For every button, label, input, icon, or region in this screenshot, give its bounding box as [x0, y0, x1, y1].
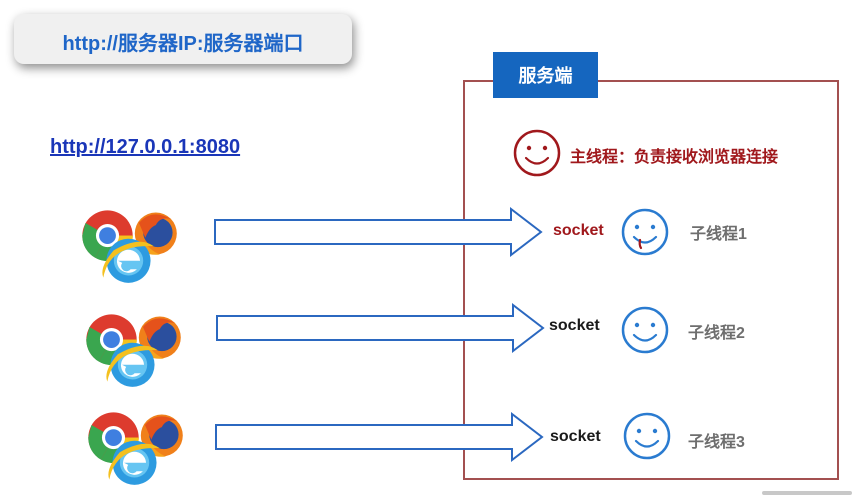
url-link[interactable]: http://127.0.0.1:8080	[50, 136, 241, 158]
thread-label: 子线程2	[688, 325, 745, 342]
title-box: http://服务器IP:服务器端口	[14, 14, 352, 64]
right-arrow-icon	[216, 304, 544, 352]
socket-label: socket	[550, 428, 601, 445]
smiley-face-red-icon	[513, 129, 561, 177]
thread-label: 子线程3	[688, 434, 745, 451]
socket-label: socket	[553, 222, 604, 239]
right-arrow-icon	[215, 413, 543, 461]
scroll-indicator	[762, 491, 852, 495]
smiley-face-blue-icon	[621, 306, 669, 354]
thread-label: 子线程1	[690, 226, 747, 243]
smiley-face-blue-icon	[623, 412, 671, 460]
browser-cluster-icon	[82, 210, 177, 283]
browser-cluster-icon	[88, 412, 183, 485]
main-thread-label: 主线程：负责接收浏览器连接	[570, 149, 779, 166]
socket-label: socket	[549, 317, 600, 334]
smiley-face-blue-icon	[621, 208, 669, 256]
title-text: http://服务器IP:服务器端口	[62, 33, 304, 55]
server-frame	[463, 80, 839, 480]
right-arrow-icon	[214, 208, 542, 256]
browser-cluster-icon	[86, 314, 181, 387]
server-label: 服务端	[493, 52, 598, 98]
